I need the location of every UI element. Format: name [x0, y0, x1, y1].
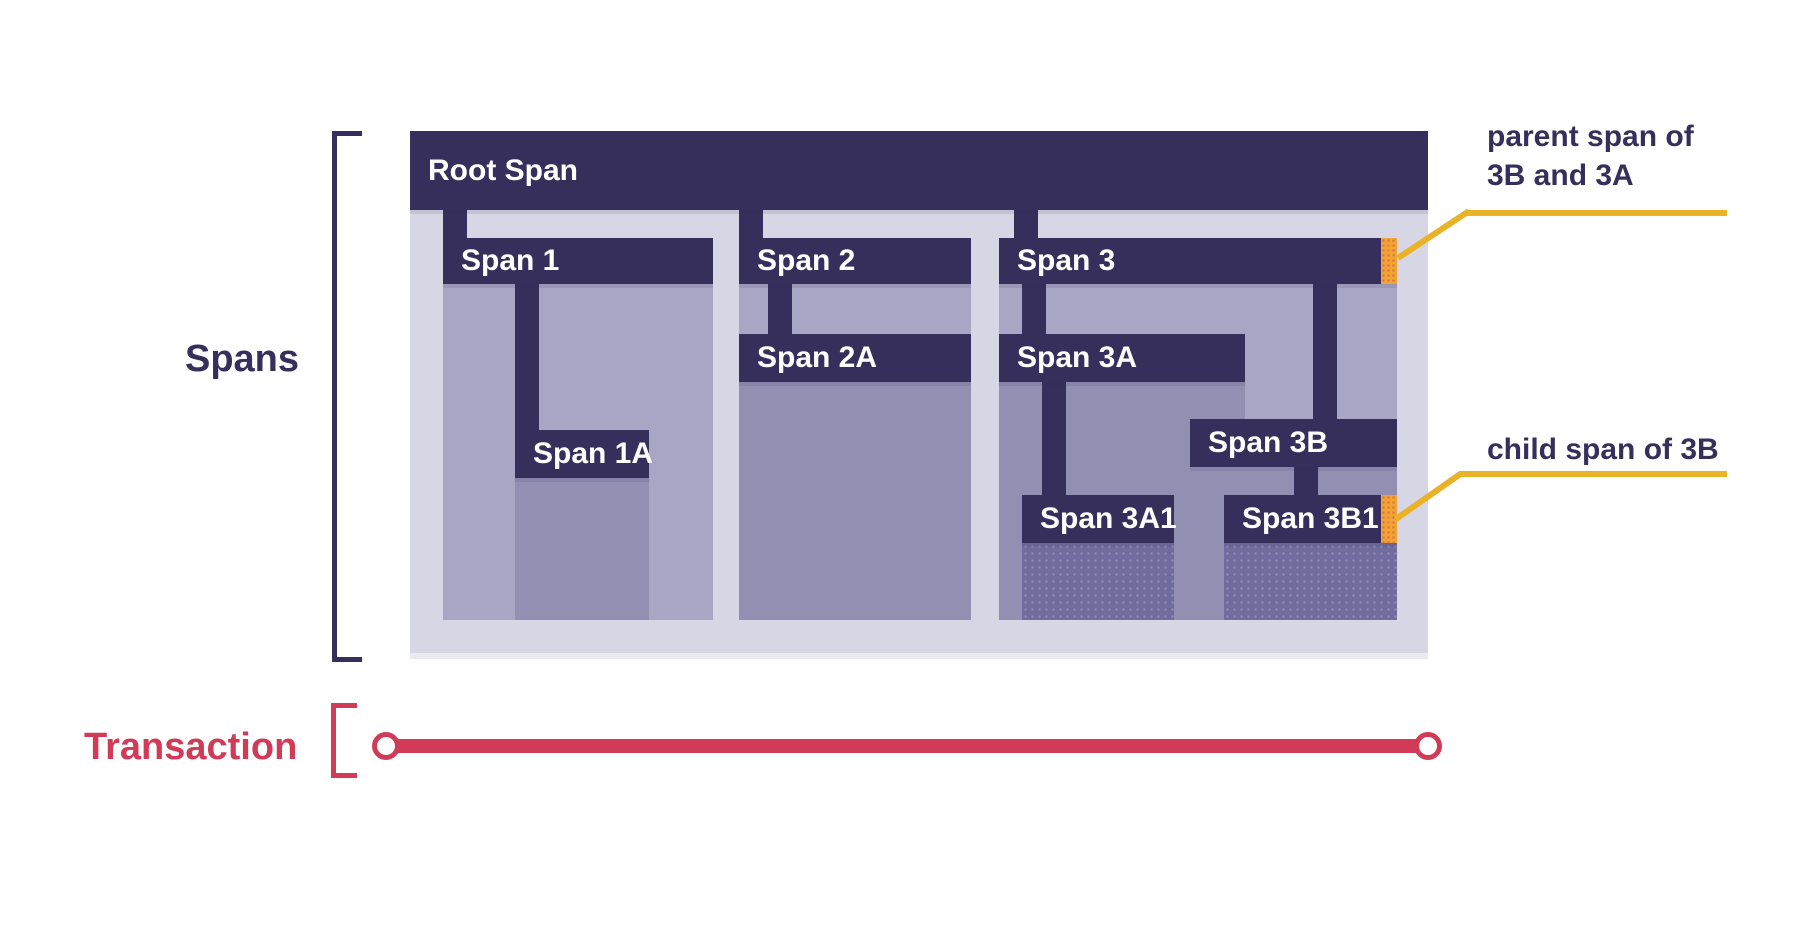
span3b1-duration-region	[1224, 543, 1397, 620]
connector-span3b-to-span3b1	[1294, 467, 1318, 495]
span3a-bar: Span 3A	[999, 334, 1245, 382]
span2a-duration-region	[739, 382, 971, 620]
span3b-bar: Span 3B	[1190, 419, 1397, 467]
span3a1-bar: Span 3A1	[1022, 495, 1177, 543]
span3a-label: Span 3A	[1017, 341, 1138, 374]
parent-span-annotation-line1: parent span of	[1487, 120, 1694, 153]
spans-section-label: Spans	[184, 338, 300, 380]
transaction-start-dot	[372, 732, 400, 760]
connector-span1-to-span1a	[515, 284, 539, 430]
span3a1-duration-region	[1022, 543, 1174, 620]
span3b-label: Span 3B	[1208, 426, 1329, 459]
span2a-label: Span 2A	[757, 341, 878, 374]
span2a-bar: Span 2A	[739, 334, 971, 382]
root-span-label: Root Span	[428, 153, 578, 187]
connector-root-to-span1	[443, 210, 467, 238]
span1a-duration-region	[515, 478, 649, 620]
connector-span3a-to-span3a1	[1042, 382, 1066, 495]
connector-span3-to-span3a	[1022, 284, 1046, 334]
span3b1-bar: Span 3B1	[1224, 495, 1397, 543]
child-span-marker	[1381, 495, 1397, 543]
transaction-bracket	[331, 703, 357, 778]
span1a-bar: Span 1A	[515, 430, 653, 478]
span3a1-label: Span 3A1	[1040, 502, 1177, 535]
child-span-annotation: child span of 3B	[1487, 433, 1719, 466]
connector-span2-to-span2a	[768, 284, 792, 334]
span1-bar: Span 1	[443, 238, 713, 284]
parent-annotation-connector	[1466, 210, 1727, 216]
connector-root-to-span3	[1014, 210, 1038, 238]
connector-root-to-span2	[739, 210, 763, 238]
child-annotation-connector	[1459, 471, 1727, 477]
parent-span-marker	[1381, 238, 1397, 284]
transaction-end-dot	[1414, 732, 1442, 760]
span2-bar: Span 2	[739, 238, 971, 284]
span3-bar: Span 3	[999, 238, 1397, 284]
span3b1-label: Span 3B1	[1242, 502, 1379, 535]
spans-bracket	[332, 131, 362, 662]
transaction-section-label: Transaction	[84, 726, 298, 768]
connector-span3-to-span3b	[1313, 284, 1337, 419]
parent-span-annotation: parent span of 3B and 3A	[1487, 117, 1694, 195]
root-span-bar: Root Span	[410, 131, 1428, 210]
transaction-timeline	[390, 739, 1418, 753]
span1-label: Span 1	[461, 244, 560, 277]
span3-label: Span 3	[1017, 244, 1116, 277]
parent-span-annotation-line2: 3B and 3A	[1487, 159, 1634, 192]
span1a-label: Span 1A	[533, 437, 654, 470]
span2-label: Span 2	[757, 244, 856, 277]
